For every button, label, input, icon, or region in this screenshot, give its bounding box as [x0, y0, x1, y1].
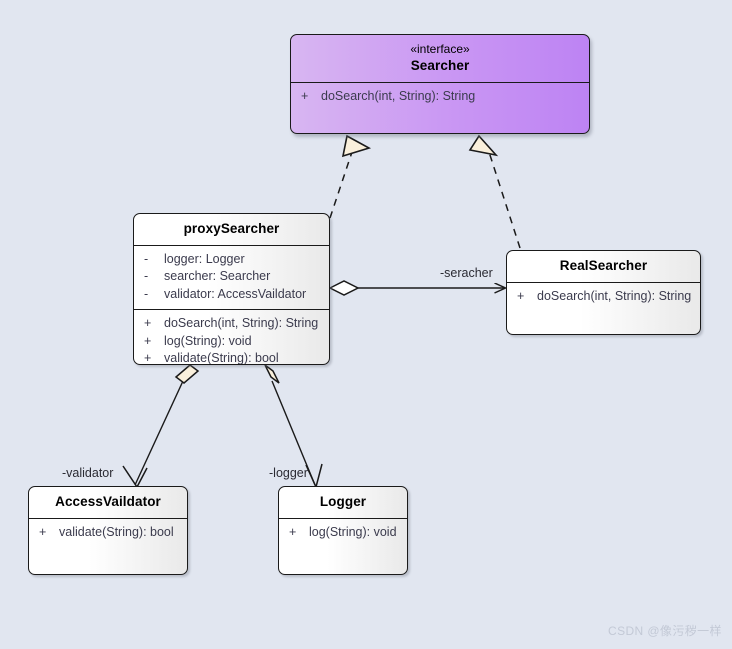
compartment-divider: [291, 81, 589, 83]
operation-row: + validate(String): bool: [134, 350, 329, 365]
operations-compartment-searcher: + doSearch(int, String): String: [291, 83, 589, 112]
operation-signature: doSearch(int, String): String: [321, 88, 476, 103]
edge-proxy-implements-searcher: [329, 134, 372, 219]
operation-signature: doSearch(int, String): String: [164, 316, 319, 331]
stereotype-label-searcher: «interface»: [410, 42, 470, 56]
visibility-marker: +: [289, 524, 297, 539]
class-name-logger: Logger: [319, 494, 367, 509]
compartment-divider: [507, 281, 700, 283]
class-box-searcher[interactable]: «interface» Searcher + doSearch(int, Stri…: [290, 34, 590, 134]
class-title-access-vaildator: AccessVaildator: [29, 487, 187, 518]
attribute-row: -logger: Logger: [134, 251, 329, 269]
class-name-searcher: Searcher: [410, 58, 470, 73]
visibility-marker: -: [144, 251, 149, 266]
class-box-real-searcher[interactable]: RealSearcher + doSearch(int, String): Str…: [506, 250, 701, 335]
attribute-row: -searcher: Searcher: [134, 268, 329, 286]
attribute-signature: validator: AccessVaildator: [164, 286, 307, 301]
class-title-logger: Logger: [279, 487, 407, 518]
class-name-proxy-searcher: proxySearcher: [183, 221, 280, 236]
class-box-proxy-searcher[interactable]: proxySearcher -logger: Logger -searcher:…: [133, 213, 330, 365]
edge-real-implements-searcher: [468, 134, 521, 249]
attributes-compartment-proxy-searcher: -logger: Logger -searcher: Searcher -val…: [134, 246, 329, 310]
compartment-divider: [134, 309, 329, 311]
operation-row: + doSearch(int, String): String: [291, 88, 589, 106]
class-title-real-searcher: RealSearcher: [507, 251, 700, 282]
visibility-marker: +: [301, 88, 309, 103]
edge-label-seracher: -seracher: [440, 266, 493, 280]
compartment-divider: [134, 244, 329, 246]
operation-signature: validate(String): bool: [164, 351, 279, 365]
csdn-watermark: CSDN @像污秽一样: [608, 624, 722, 638]
visibility-marker: +: [144, 316, 152, 331]
class-title-proxy-searcher: proxySearcher: [134, 214, 329, 245]
operation-row: + doSearch(int, String): String: [507, 288, 700, 306]
operation-signature: validate(String): bool: [59, 524, 174, 539]
operation-signature: log(String): void: [309, 524, 397, 539]
operation-row: + doSearch(int, String): String: [134, 315, 329, 333]
visibility-marker: -: [144, 269, 149, 284]
edge-proxy-aggregates-real: [328, 280, 505, 296]
attribute-signature: searcher: Searcher: [164, 269, 271, 284]
visibility-marker: +: [144, 333, 152, 348]
class-box-access-vaildator[interactable]: AccessVaildator + validate(String): bool: [28, 486, 188, 575]
operations-compartment-logger: + log(String): void: [279, 519, 407, 548]
class-box-logger[interactable]: Logger + log(String): void: [278, 486, 408, 575]
operation-signature: log(String): void: [164, 333, 252, 348]
operation-signature: doSearch(int, String): String: [537, 288, 692, 303]
class-name-access-vaildator: AccessVaildator: [55, 494, 161, 509]
class-name-real-searcher: RealSearcher: [559, 258, 648, 273]
compartment-divider: [279, 517, 407, 519]
operation-row: + log(String): void: [279, 524, 407, 542]
operation-row: + log(String): void: [134, 333, 329, 351]
operation-row: + validate(String): bool: [29, 524, 187, 542]
operations-compartment-real-searcher: + doSearch(int, String): String: [507, 283, 700, 312]
compartment-divider: [29, 517, 187, 519]
edge-proxy-aggregates-validator: [122, 364, 200, 489]
edge-label-logger: -logger: [269, 466, 308, 480]
visibility-marker: -: [144, 286, 149, 301]
visibility-marker: +: [517, 288, 525, 303]
attribute-row: -validator: AccessVaildator: [134, 286, 329, 304]
class-title-searcher: «interface» Searcher: [291, 35, 589, 82]
visibility-marker: +: [144, 351, 152, 365]
attribute-signature: logger: Logger: [164, 251, 245, 266]
visibility-marker: +: [39, 524, 47, 539]
edge-label-validator: -validator: [62, 466, 114, 480]
operations-compartment-proxy-searcher: + doSearch(int, String): String + log(Stri…: [134, 310, 329, 365]
operations-compartment-access-vaildator: + validate(String): bool: [29, 519, 187, 548]
